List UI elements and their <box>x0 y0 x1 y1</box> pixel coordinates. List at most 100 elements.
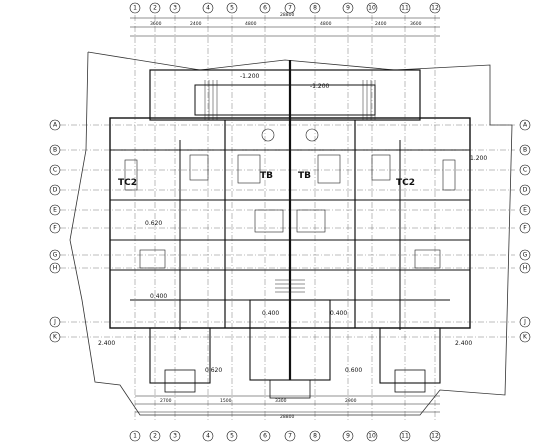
axis-bubble-left: A <box>53 122 58 129</box>
axis-bubble-right-circle <box>519 164 531 176</box>
axis-bubble-right-circle <box>519 144 531 156</box>
axis-bubble-bottom-circle <box>202 430 214 442</box>
axis-bubble-bottom-circle <box>129 430 141 442</box>
axis-bubble-right: H <box>523 265 528 272</box>
stairs <box>204 80 376 293</box>
axis-bubble-top: 1 <box>133 5 137 12</box>
elevation-mark: 0.400 <box>262 310 279 317</box>
axis-bubble-bottom-circle <box>429 430 441 442</box>
elevation-mark: 2.400 <box>455 340 472 347</box>
room-label-tc2-right: TC2 <box>396 178 415 188</box>
axis-bubble-left: C <box>53 167 57 174</box>
dimension-text: 3600 <box>150 21 162 27</box>
axis-bubble-bottom: 2 <box>153 433 157 440</box>
axis-bubble-left: G <box>53 252 58 259</box>
dimension-text: 2700 <box>160 398 172 404</box>
axis-bubble-left-circle <box>49 222 61 234</box>
axis-bubble-bottom-circle <box>399 430 411 442</box>
axis-bubble-top-circle <box>309 2 321 14</box>
axis-bubble-left-circle <box>49 164 61 176</box>
axis-bubble-top: 6 <box>263 5 267 12</box>
elevation-mark: -1.200 <box>240 73 260 80</box>
axis-bubble-left: K <box>53 334 58 341</box>
axis-bubble-right: E <box>523 207 527 214</box>
axis-bubble-left: J <box>53 319 56 326</box>
dimension-text: 4800 <box>245 21 257 27</box>
axis-bubble-top-circle <box>259 2 271 14</box>
building-walls <box>109 60 471 399</box>
axis-bubble-bottom: 8 <box>313 433 317 440</box>
axis-bubble-top: 10 <box>368 5 376 12</box>
axis-bubble-right-circle <box>519 316 531 328</box>
axis-bubble-right: A <box>523 122 528 129</box>
axis-bubble-top: 7 <box>288 5 292 12</box>
axis-bubble-left-circle <box>49 262 61 274</box>
dimension-text: 1500 <box>220 398 232 404</box>
axis-bubble-top-circle <box>226 2 238 14</box>
axis-bubble-left: H <box>53 265 58 272</box>
axis-bubble-top: 5 <box>230 5 234 12</box>
axis-bubbles: 112233445566778899101011111212ABCDEFGHJK… <box>49 2 531 442</box>
axis-bubble-right-circle <box>519 222 531 234</box>
axis-bubble-top: 2 <box>153 5 157 12</box>
axis-bubble-left-circle <box>49 316 61 328</box>
axis-bubble-right: K <box>523 334 528 341</box>
axis-bubble-top: 3 <box>173 5 177 12</box>
axis-bubble-bottom-circle <box>309 430 321 442</box>
elevation-mark: 1.200 <box>470 155 487 162</box>
axis-bubble-top-circle <box>169 2 181 14</box>
axis-bubble-left-circle <box>49 249 61 261</box>
axis-bubble-left-circle <box>49 331 61 343</box>
axis-bubble-right: C <box>523 167 527 174</box>
axis-bubble-left-circle <box>49 184 61 196</box>
dimension-text: 3300 <box>275 398 287 404</box>
axis-bubble-right: B <box>523 147 527 154</box>
room-label-tc2-left: TC2 <box>118 178 137 188</box>
room-label-tb-right: TB <box>298 171 311 181</box>
axis-bubble-top-circle <box>129 2 141 14</box>
axis-bubble-right-circle <box>519 204 531 216</box>
axis-bubble-bottom-circle <box>284 430 296 442</box>
axis-bubble-bottom-circle <box>259 430 271 442</box>
axis-bubble-right: G <box>523 252 528 259</box>
axis-bubble-right-circle <box>519 249 531 261</box>
axis-bubble-right-circle <box>519 331 531 343</box>
axis-bubble-bottom-circle <box>169 430 181 442</box>
axis-bubble-bottom-circle <box>149 430 161 442</box>
axis-bubble-left: E <box>53 207 57 214</box>
axis-bubble-right-circle <box>519 119 531 131</box>
dimension-text: 28800 <box>280 12 294 18</box>
room-label-tb-left: TB <box>260 171 273 181</box>
axis-bubble-bottom: 5 <box>230 433 234 440</box>
axis-bubble-bottom: 9 <box>346 433 350 440</box>
axis-bubble-right-circle <box>519 262 531 274</box>
elevation-mark: 2.400 <box>98 340 115 347</box>
axis-bubble-top: 12 <box>431 5 439 12</box>
axis-bubble-top: 4 <box>206 5 210 12</box>
dimension-text: 28800 <box>280 414 294 420</box>
axis-bubble-bottom: 10 <box>368 433 376 440</box>
axis-bubble-bottom-circle <box>342 430 354 442</box>
axis-bubble-bottom: 7 <box>288 433 292 440</box>
axis-bubble-top-circle <box>366 2 378 14</box>
dimension-text: 2400 <box>375 21 387 27</box>
dimension-text: 2400 <box>190 21 202 27</box>
axis-bubble-bottom-circle <box>366 430 378 442</box>
elevation-mark: -1.200 <box>310 83 330 90</box>
dimension-text: 3600 <box>410 21 422 27</box>
axis-bubble-left-circle <box>49 204 61 216</box>
axis-bubble-bottom: 1 <box>133 433 137 440</box>
axis-bubble-right-circle <box>519 184 531 196</box>
axis-bubble-left: F <box>53 225 57 232</box>
axis-bubble-top-circle <box>202 2 214 14</box>
axis-bubble-right: J <box>523 319 526 326</box>
axis-bubble-top-circle <box>149 2 161 14</box>
axis-bubble-left: D <box>53 187 58 194</box>
axis-bubble-top-circle <box>429 2 441 14</box>
site-boundary <box>69 51 513 416</box>
axis-bubble-right: F <box>523 225 527 232</box>
elevation-mark: 0.620 <box>205 367 222 374</box>
top-dimension-lines <box>130 17 440 37</box>
axis-bubble-top-circle <box>342 2 354 14</box>
